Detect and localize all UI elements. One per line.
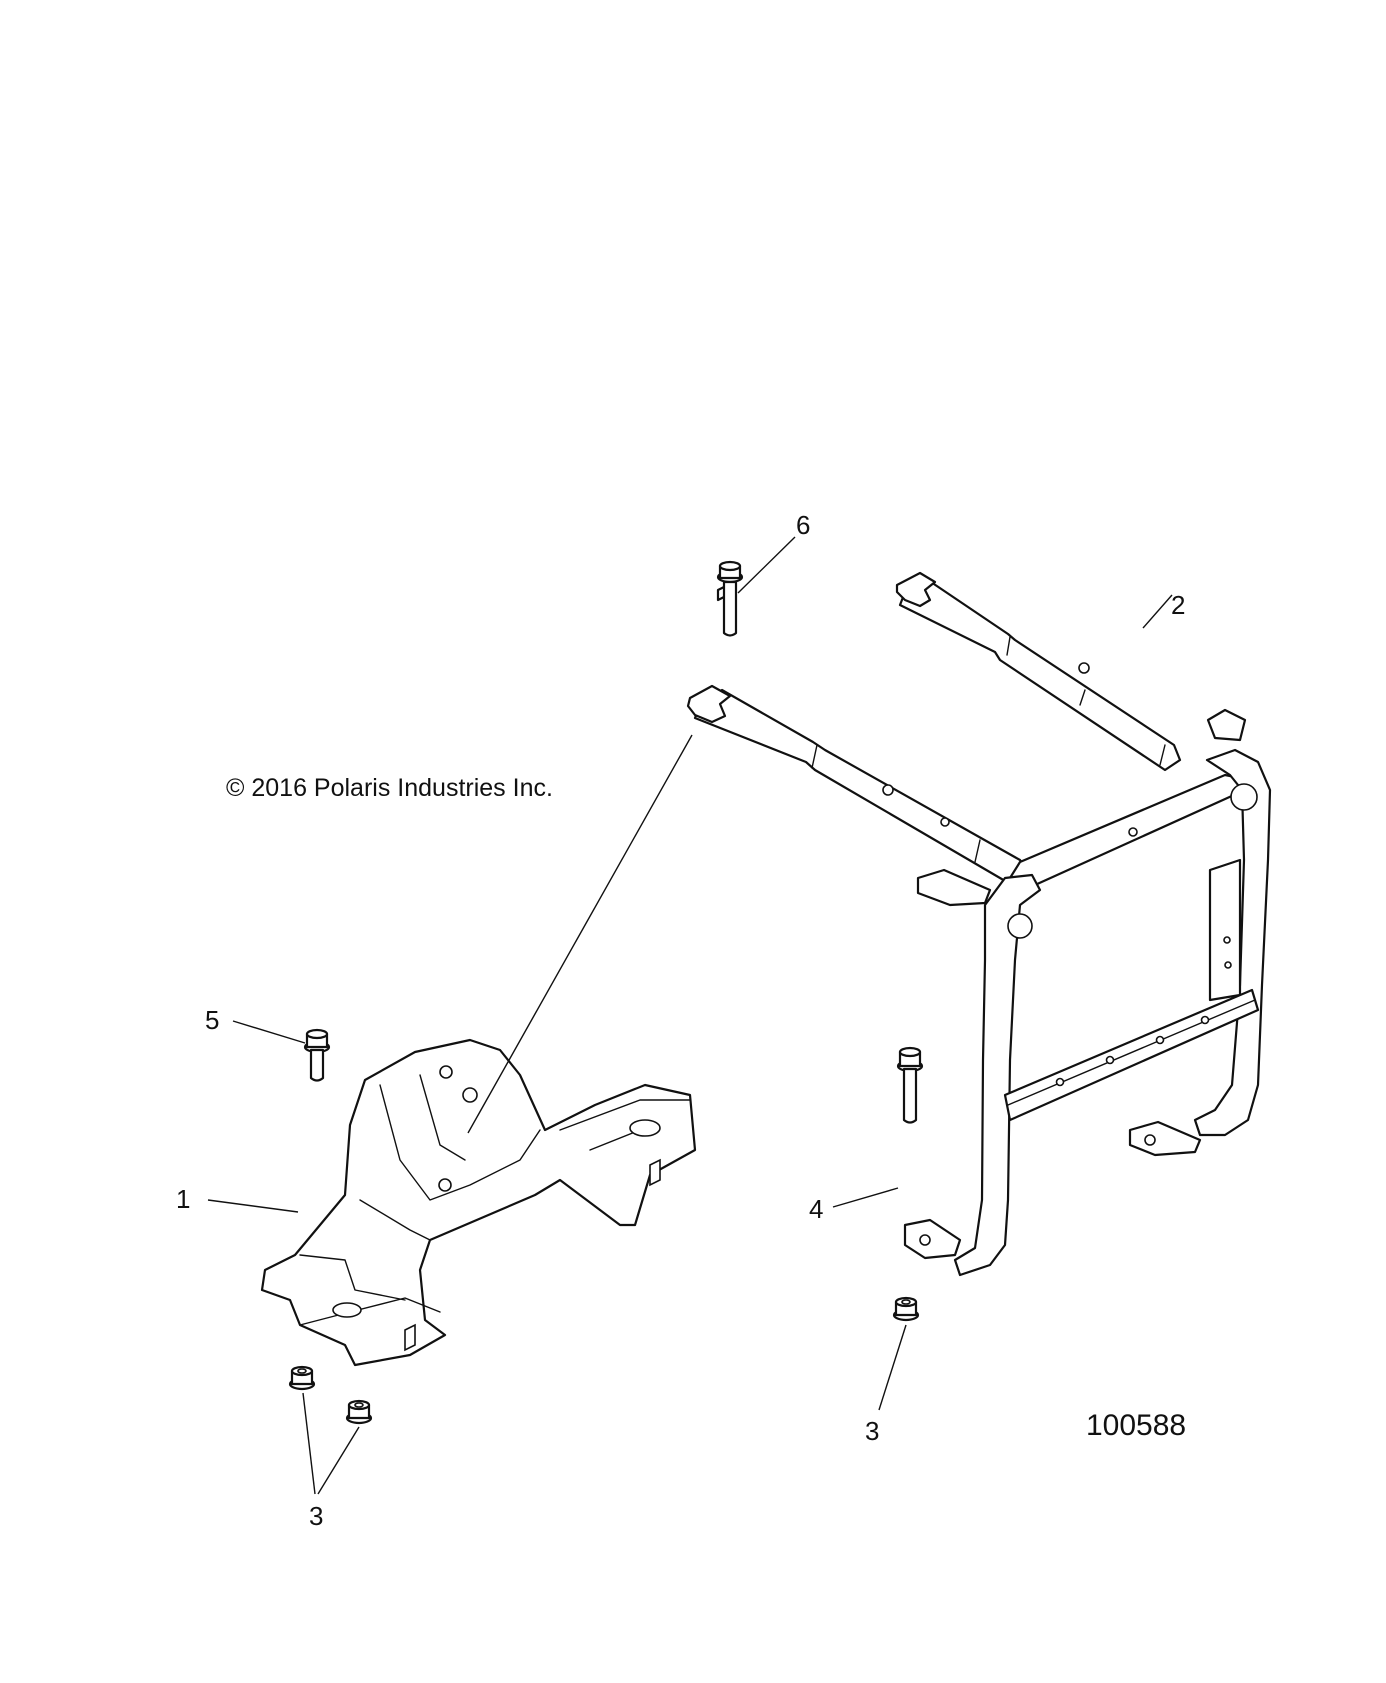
leader-lines — [207, 536, 1173, 1495]
drawing-number: 100588 — [1086, 1409, 1186, 1442]
flange-nut-icon — [892, 1296, 920, 1322]
flange-nut-icon — [288, 1365, 316, 1391]
flange-bolt-icon — [716, 560, 744, 637]
flange-nut-icon — [345, 1399, 373, 1425]
copyright-notice: © 2016 Polaris Industries Inc. — [226, 774, 553, 802]
callout-3-right: 3 — [865, 1416, 879, 1446]
flange-bolt-icon — [896, 1046, 924, 1124]
callout-4: 4 — [809, 1194, 823, 1224]
callout-6: 6 — [796, 510, 810, 540]
tube-frame-icon — [686, 571, 1272, 1277]
callout-2: 2 — [1171, 590, 1185, 620]
callout-3-left: 3 — [309, 1501, 323, 1531]
flange-bolt-icon — [303, 1028, 331, 1082]
callout-5: 5 — [205, 1005, 219, 1035]
callout-1: 1 — [176, 1184, 190, 1214]
front-bracket-icon — [260, 1038, 697, 1367]
